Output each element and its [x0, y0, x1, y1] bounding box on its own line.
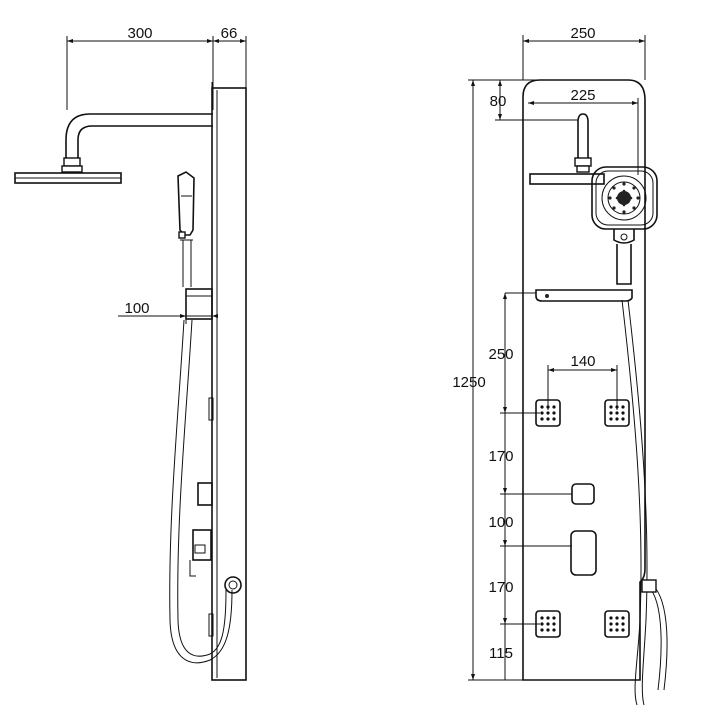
- dim-panel-width: 250: [522, 25, 646, 80]
- dim-top-offset: 80: [490, 80, 578, 121]
- body-jet-upper-left: [535, 399, 561, 427]
- hand-shower-side: [177, 171, 195, 287]
- dim-arm-length: 300: [66, 25, 213, 110]
- rain-arm: [61, 113, 213, 173]
- dim-label-100-front: 100: [488, 514, 513, 531]
- shelf-front: [505, 289, 633, 302]
- controls-side: [189, 482, 213, 577]
- dim-arm-spacing: 225: [528, 87, 639, 175]
- hose-outlet-side: [224, 576, 242, 594]
- dim-label-170-upper: 170: [488, 448, 513, 465]
- side-view: 300 66: [14, 25, 247, 681]
- dim-label-170-lower: 170: [488, 579, 513, 596]
- hose-front: [621, 299, 642, 706]
- hose-side: [169, 319, 233, 664]
- dim-label-66: 66: [221, 25, 238, 42]
- dim-total-height: 1250: [452, 79, 540, 681]
- mixer-lever: [570, 530, 597, 576]
- body-jet-lower-right: [604, 610, 630, 638]
- rain-arm-front: [529, 113, 605, 185]
- dim-label-300: 300: [127, 25, 152, 42]
- holder-side: [185, 288, 213, 320]
- panel-front: [522, 79, 646, 681]
- dim-chain-vertical: 250 170 100 170 115: [488, 293, 572, 680]
- body-jet-upper-right: [604, 399, 630, 427]
- dim-label-1250: 1250: [452, 374, 485, 391]
- jets-side: [208, 397, 214, 637]
- diverter-knob: [571, 483, 595, 505]
- rain-head-side: [14, 172, 122, 184]
- dim-label-250-mid: 250: [488, 346, 513, 363]
- panel-side-profile: [211, 82, 247, 681]
- dim-label-115: 115: [489, 645, 513, 662]
- dim-label-250-top: 250: [570, 25, 595, 42]
- dim-label-140: 140: [570, 353, 595, 370]
- dim-panel-depth: 66: [212, 25, 247, 110]
- dim-jet-spacing: 140: [547, 353, 618, 410]
- dim-holder-depth: 100: [118, 300, 218, 324]
- body-jet-lower-left: [535, 610, 561, 638]
- dim-label-80: 80: [490, 93, 507, 110]
- dim-label-225: 225: [570, 87, 595, 104]
- hand-shower-front: [591, 166, 658, 285]
- front-view: 250 1250 80 225: [452, 25, 668, 706]
- dim-label-100: 100: [124, 300, 149, 317]
